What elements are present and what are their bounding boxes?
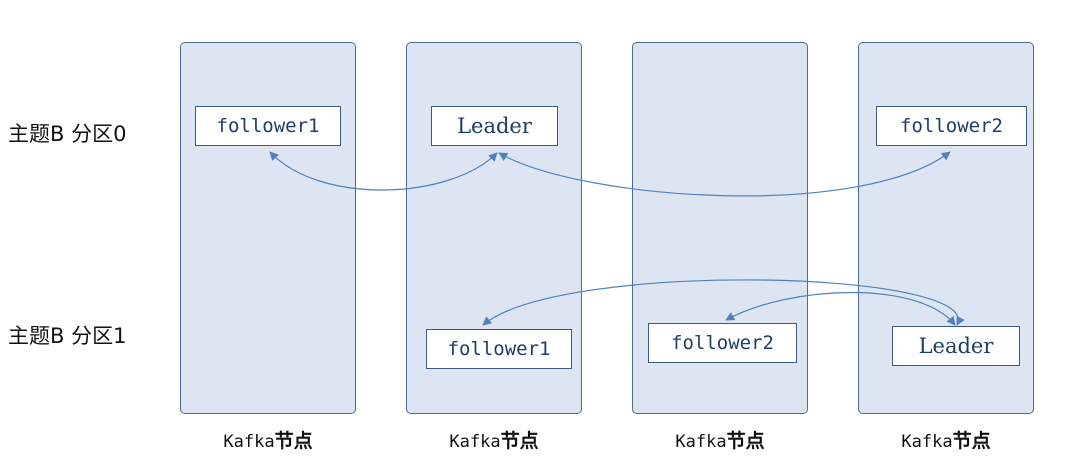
kafka-node-2-label: Kafka节点 (406, 426, 582, 453)
row-label-partition0: 主题B 分区0 (8, 122, 127, 146)
node-name: Kafka (449, 432, 501, 452)
node-suffix: 节点 (952, 430, 991, 452)
p1-leader-follower2-arrow (725, 292, 956, 326)
p0-leader-box: Leader (431, 106, 558, 146)
p0-leader-follower2-arrow (498, 151, 951, 197)
row-label-partition1: 主题B 分区1 (8, 324, 127, 348)
node-suffix: 节点 (500, 430, 539, 452)
p1-leader-box: Leader (892, 326, 1020, 366)
p0-follower1-box: follower1 (195, 106, 341, 146)
kafka-node-4-label: Kafka节点 (858, 426, 1034, 453)
p0-leader-follower1-arrow (269, 151, 498, 191)
p1-leader-follower1-arrow (482, 279, 965, 326)
p1-follower2-box: follower2 (648, 323, 797, 363)
node-name: Kafka (901, 432, 953, 452)
node-suffix: 节点 (726, 430, 765, 452)
p1-follower1-box: follower1 (426, 329, 572, 369)
kafka-node-3-label: Kafka节点 (632, 426, 808, 453)
kafka-node-1 (180, 42, 356, 414)
kafka-node-1-label: Kafka节点 (180, 426, 356, 453)
node-name: Kafka (675, 432, 727, 452)
p0-follower2-box: follower2 (876, 106, 1027, 146)
node-suffix: 节点 (274, 430, 313, 452)
node-name: Kafka (223, 432, 275, 452)
